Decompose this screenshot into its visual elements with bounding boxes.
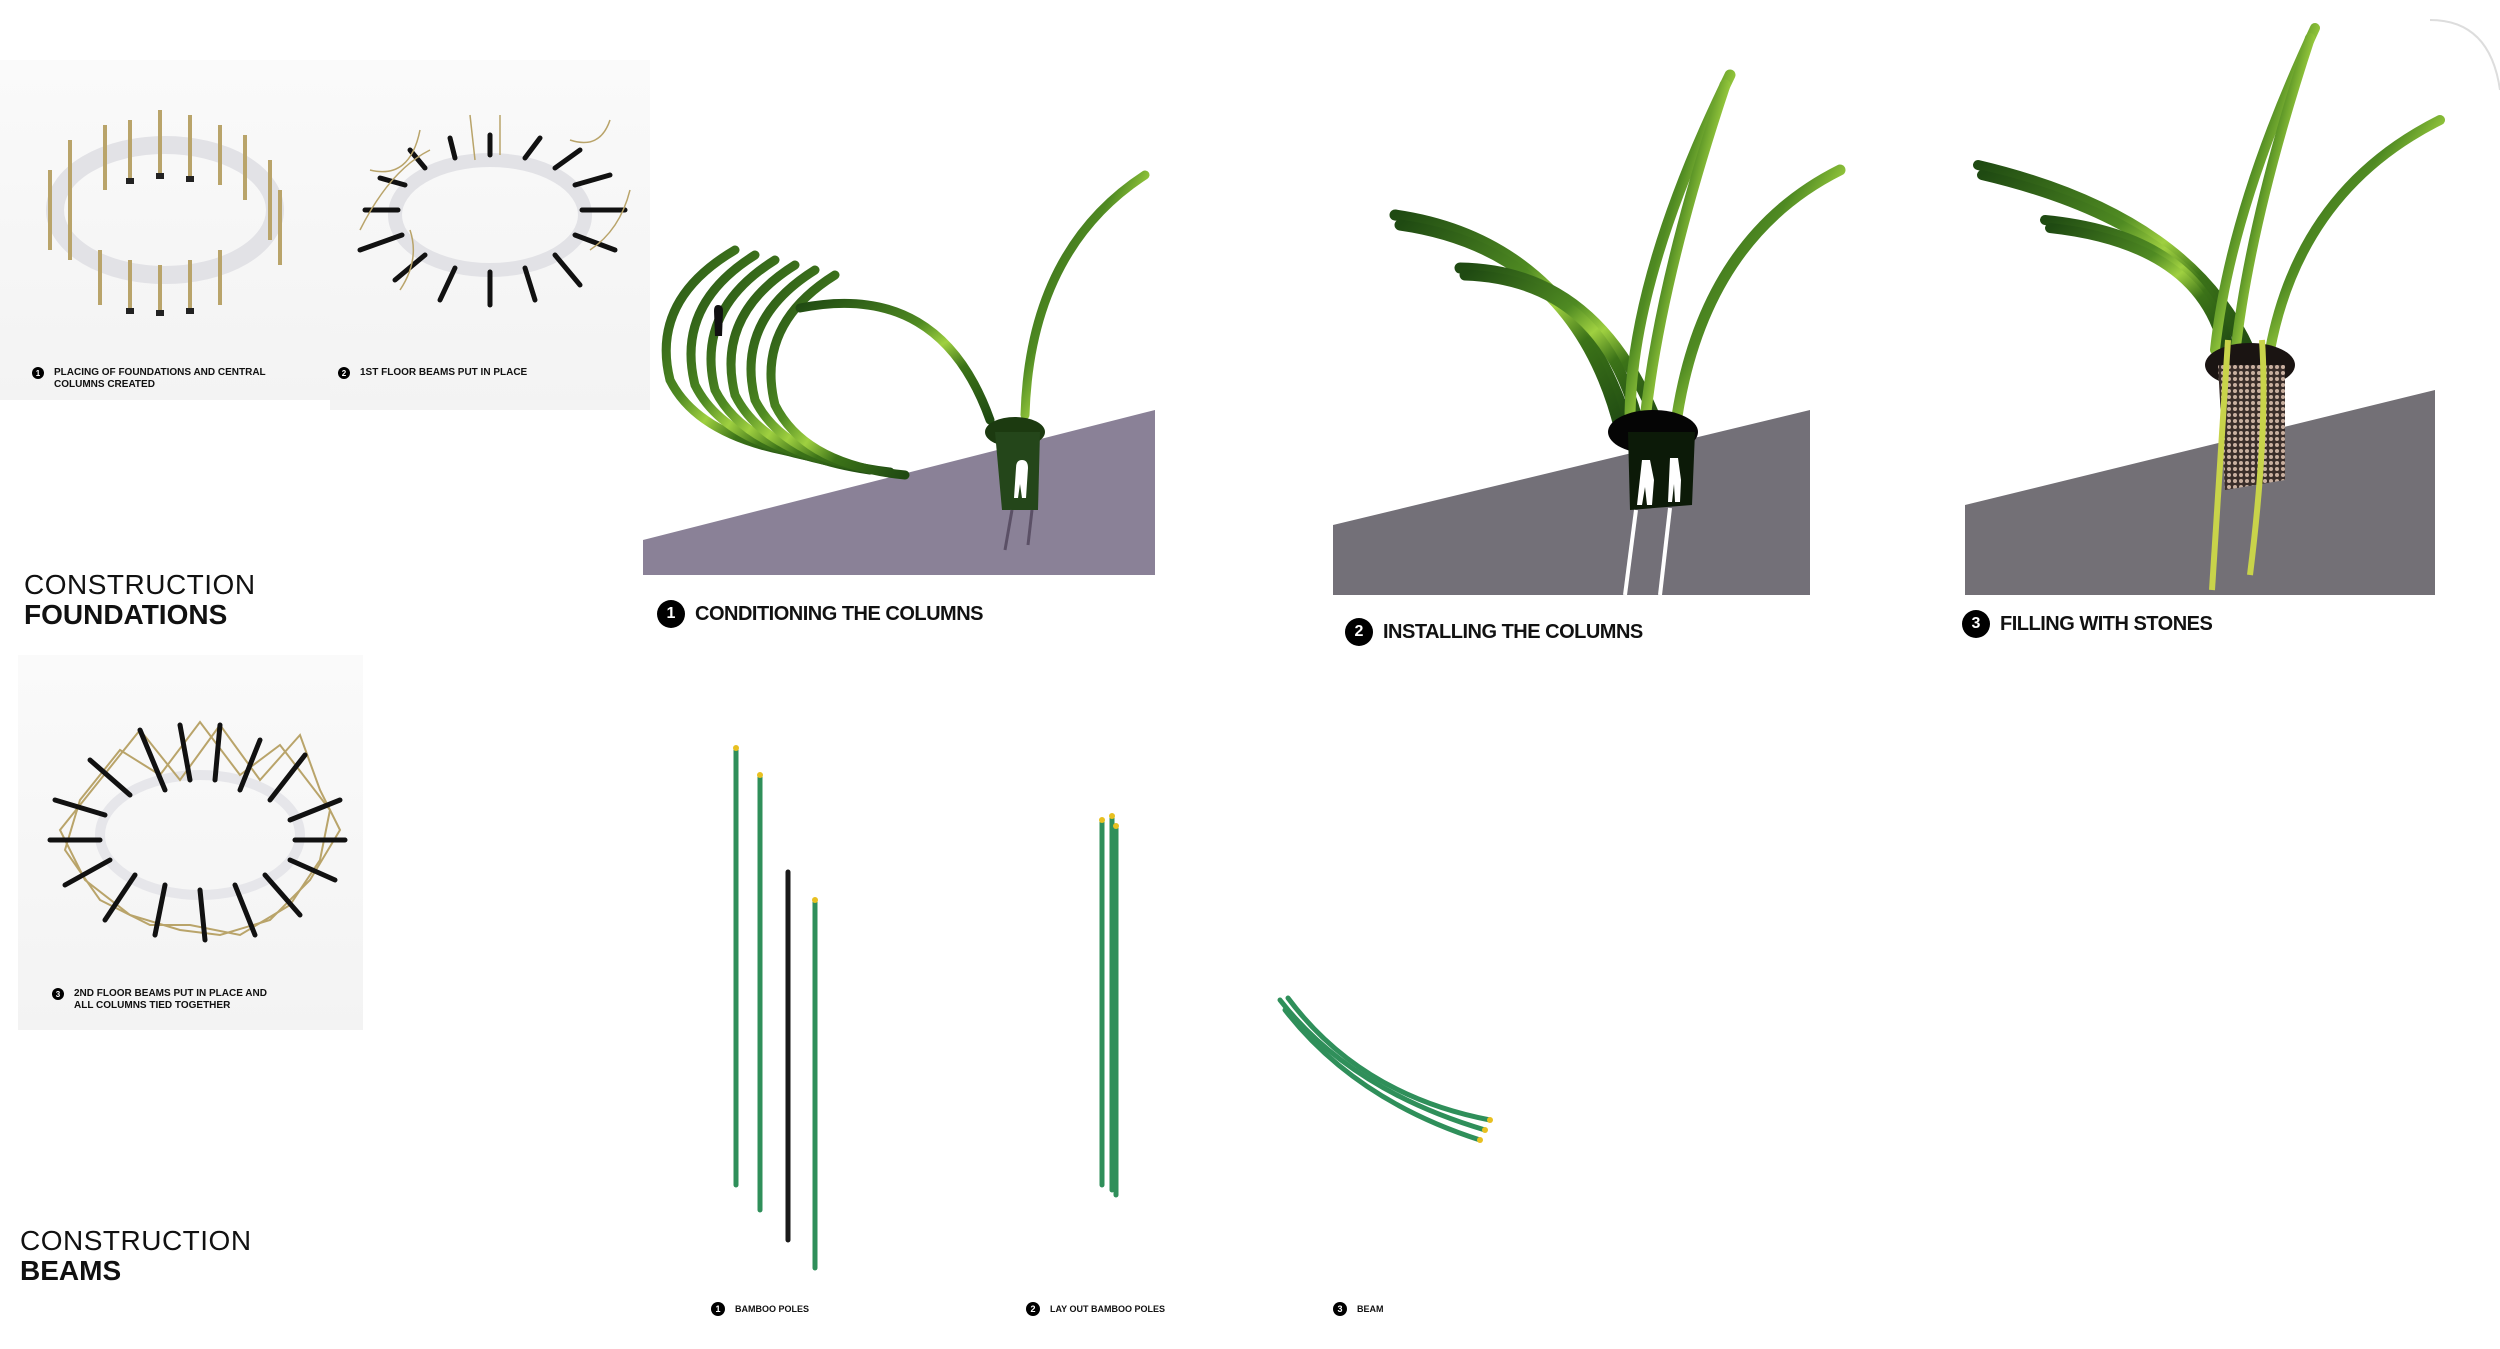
beam-step-1-label: BAMBOO POLES xyxy=(735,1304,810,1314)
section-title-bold: FOUNDATIONS xyxy=(24,599,228,631)
ring-second-floor-beams-illustration xyxy=(47,720,348,943)
step-number-badge: 2 xyxy=(1345,618,1373,646)
ring-step-3-caption: 3 2ND FLOOR BEAMS PUT IN PLACE AND ALL C… xyxy=(52,988,282,1012)
foundation-step-2-label: INSTALLING THE COLUMNS xyxy=(1383,621,1643,643)
step-number-badge: 3 xyxy=(52,988,64,1000)
foundation-step-3-label: FILLING WITH STONES xyxy=(2000,613,2213,635)
step-number-badge: 3 xyxy=(1333,1302,1347,1316)
beam-step-1-caption: 1 BAMBOO POLES xyxy=(711,1302,809,1316)
foundation-step-3-caption: 3 FILLING WITH STONES xyxy=(1962,610,2213,638)
ring-step-1-label: PLACING OF FOUNDATIONS AND CENTRAL COLUM… xyxy=(54,367,266,390)
ring-step-3-label: 2ND FLOOR BEAMS PUT IN PLACE AND ALL COL… xyxy=(74,988,267,1011)
bamboo-poles-illustration xyxy=(733,745,818,1271)
section-title-beams: CONSTRUCTION BEAMS xyxy=(20,1225,252,1287)
step-number-badge: 1 xyxy=(32,367,44,379)
section-title-light: CONSTRUCTION xyxy=(24,569,256,600)
laid-out-bamboo-poles-illustration xyxy=(1099,813,1119,1198)
worker-silhouette-icon xyxy=(1637,460,1654,505)
ring-step-1-caption: 1 PLACING OF FOUNDATIONS AND CENTRAL COL… xyxy=(32,367,292,391)
worker-silhouette-icon xyxy=(1668,458,1681,502)
beam-step-2-caption: 2 LAY OUT BAMBOO POLES xyxy=(1026,1302,1165,1316)
step-number-badge: 1 xyxy=(657,600,685,628)
step-number-badge: 3 xyxy=(1962,610,1990,638)
beam-illustration xyxy=(1277,995,1493,1143)
ring-foundations-illustration xyxy=(46,110,284,316)
beam-step-3-caption: 3 BEAM xyxy=(1333,1302,1384,1316)
foundation-step-2-caption: 2 INSTALLING THE COLUMNS xyxy=(1345,618,1643,646)
foundation-step-1-label: CONDITIONING THE COLUMNS xyxy=(695,603,984,625)
filling-with-stones-illustration xyxy=(1965,19,2500,595)
step-number-badge: 2 xyxy=(338,367,350,379)
step-number-badge: 2 xyxy=(1026,1302,1040,1316)
ring-step-2-label: 1ST FLOOR BEAMS PUT IN PLACE xyxy=(360,367,528,378)
beam-step-2-label: LAY OUT BAMBOO POLES xyxy=(1050,1304,1166,1314)
conditioning-columns-illustration xyxy=(643,170,1155,575)
foundation-step-1-caption: 1 CONDITIONING THE COLUMNS xyxy=(657,600,984,628)
ring-step-2-panel xyxy=(330,60,650,410)
worker-silhouette-icon xyxy=(1014,460,1028,498)
installing-columns-illustration xyxy=(1333,69,1846,596)
section-title-foundations: CONSTRUCTION FOUNDATIONS xyxy=(24,569,256,631)
ring-first-floor-beams-illustration xyxy=(357,114,631,308)
beam-step-3-label: BEAM xyxy=(1357,1304,1384,1314)
section-title-light: CONSTRUCTION xyxy=(20,1225,252,1256)
section-title-bold: BEAMS xyxy=(20,1255,122,1287)
ring-step-2-caption: 2 1ST FLOOR BEAMS PUT IN PLACE xyxy=(338,367,598,379)
step-number-badge: 1 xyxy=(711,1302,725,1316)
person-silhouette-icon xyxy=(714,305,723,336)
